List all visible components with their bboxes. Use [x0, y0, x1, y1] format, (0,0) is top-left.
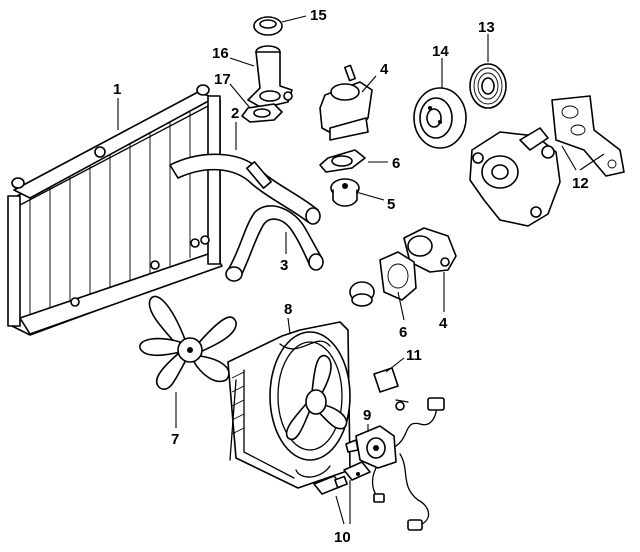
leader-lines: [117, 15, 605, 525]
condenser-fan[interactable]: [285, 354, 348, 441]
thermostat-housing-lower[interactable]: [403, 227, 457, 273]
callout-12: 12: [572, 175, 589, 192]
callout-13: 13: [478, 19, 495, 36]
callout-15: 15: [310, 7, 327, 24]
water-pump-gasket[interactable]: [551, 95, 625, 177]
water-outlet[interactable]: [247, 45, 293, 109]
callout-2: 2: [231, 105, 239, 122]
fan-motor-wiring: [371, 397, 445, 531]
thermostat-gasket-lower[interactable]: [379, 251, 417, 301]
upper-radiator-hose[interactable]: [169, 153, 321, 225]
radiator[interactable]: [7, 84, 223, 336]
callout-10: 10: [334, 529, 351, 546]
lower-radiator-hose[interactable]: [225, 205, 324, 282]
temperature-sensor[interactable]: [373, 367, 409, 411]
water-pump[interactable]: [469, 127, 561, 227]
callout-labels: 1 2 3 4 6 5 6 4 7 8 9 10 11 12 13 14 15 …: [113, 7, 589, 546]
callout-8: 8: [284, 301, 292, 318]
callout-11: 11: [406, 347, 422, 364]
thermostat[interactable]: [330, 178, 360, 207]
callout-3: 3: [280, 257, 288, 274]
callout-6-lower: 6: [399, 324, 407, 341]
thermostat-gasket-upper[interactable]: [319, 149, 366, 173]
callout-5: 5: [387, 196, 395, 213]
water-pump-pulley[interactable]: [413, 87, 467, 149]
callout-4-upper: 4: [380, 61, 389, 78]
callout-4-lower: 4: [439, 315, 448, 332]
thermostat-housing-upper[interactable]: [319, 64, 373, 141]
callout-16: 16: [212, 45, 229, 62]
water-outlet-gasket[interactable]: [241, 103, 283, 123]
fan-motor[interactable]: [345, 425, 397, 469]
callout-6-upper: 6: [392, 155, 400, 172]
radiator-cap[interactable]: [253, 16, 283, 36]
callout-1: 1: [113, 81, 121, 98]
cooling-fan-blade[interactable]: [139, 295, 237, 391]
thermostat-lower[interactable]: [349, 281, 375, 307]
fan-shroud[interactable]: [227, 321, 351, 489]
fan-switch[interactable]: [313, 461, 371, 495]
callout-14: 14: [432, 43, 449, 60]
callout-7: 7: [171, 431, 179, 448]
callout-9: 9: [363, 407, 371, 424]
callout-17: 17: [214, 71, 231, 88]
idler-pulley[interactable]: [469, 63, 507, 109]
